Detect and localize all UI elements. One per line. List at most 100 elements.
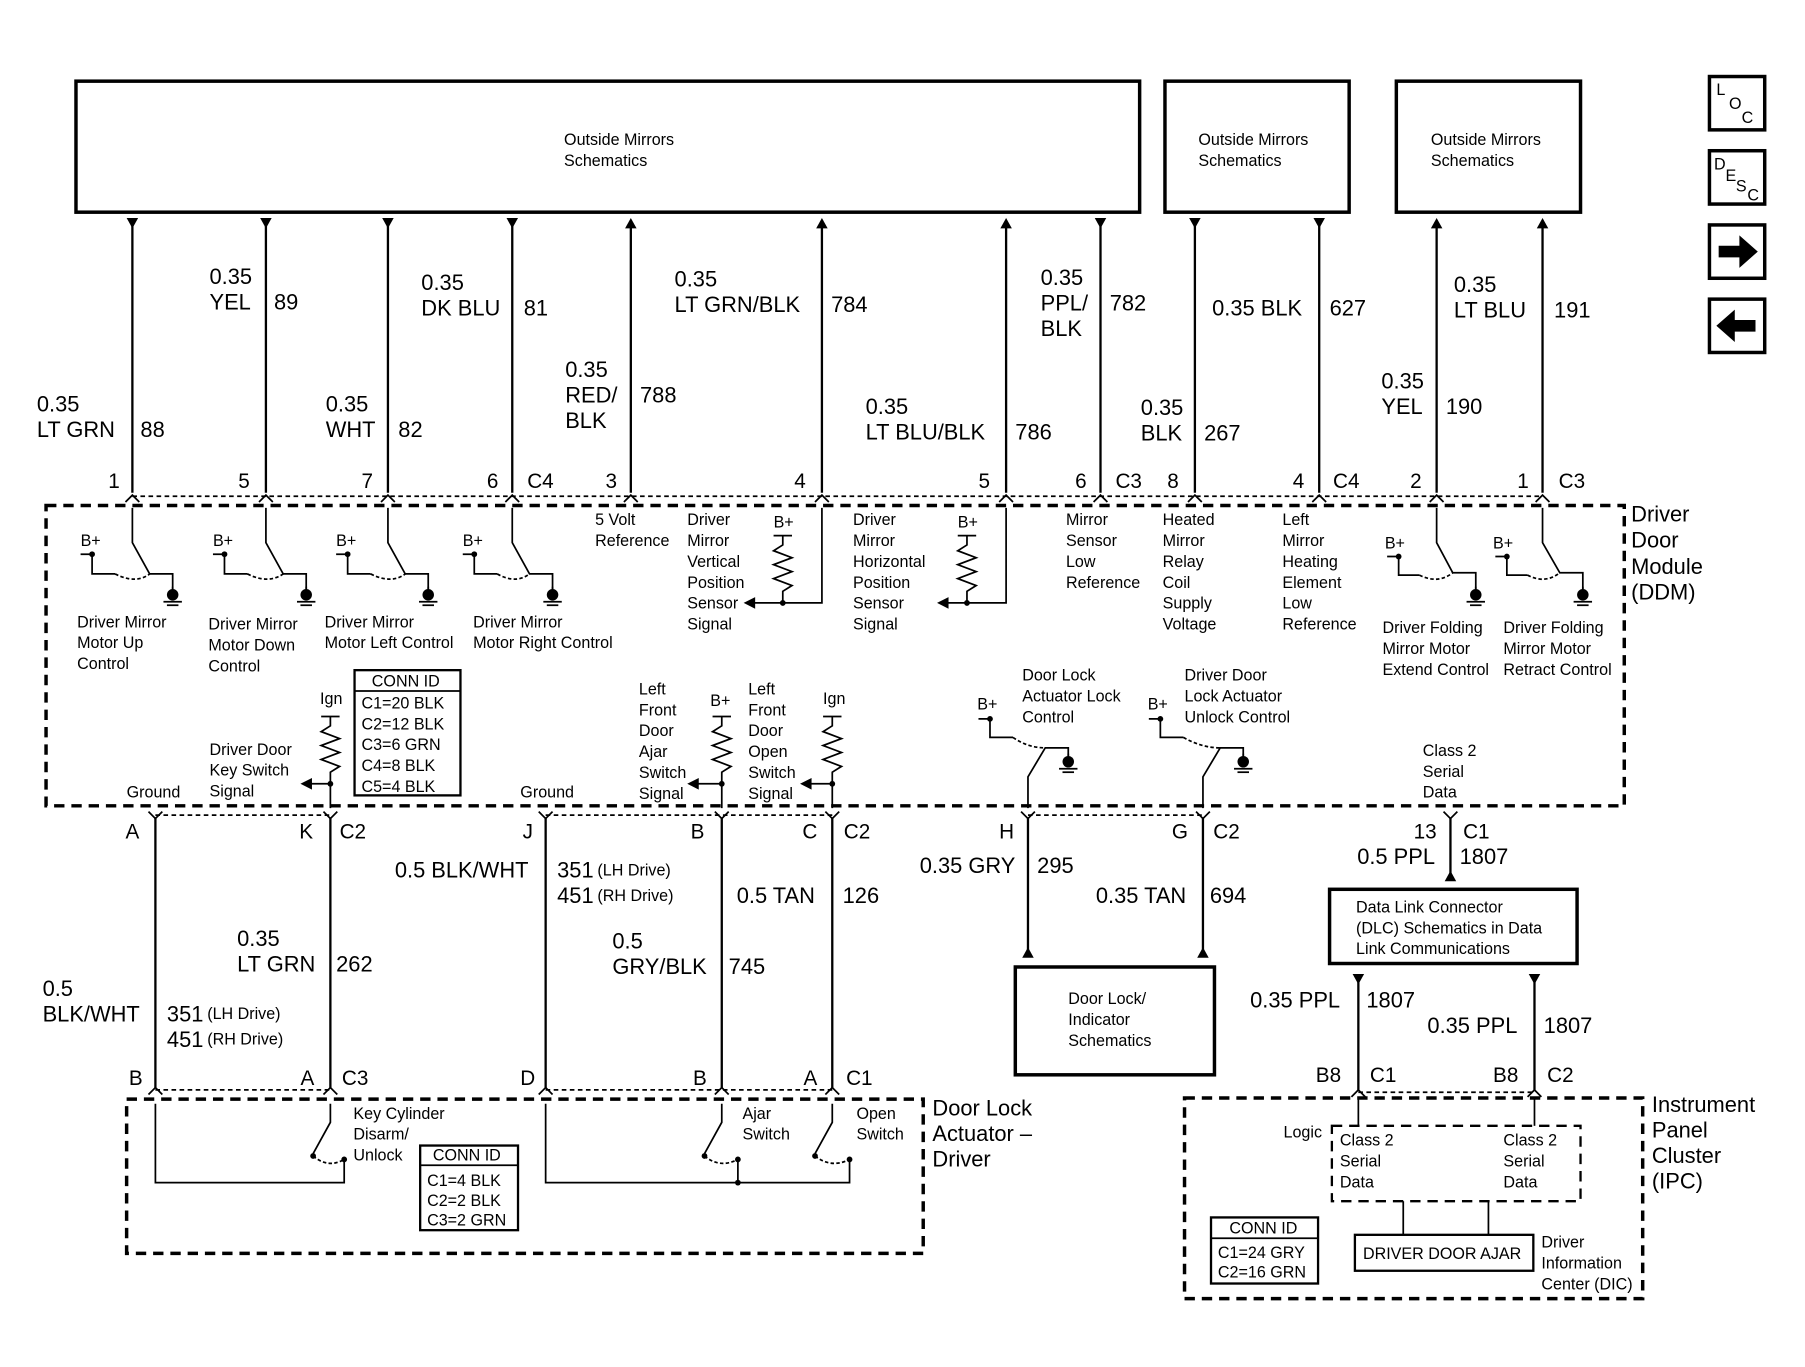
svg-text:B: B xyxy=(693,1067,707,1090)
horizontal-position-sensor: Driver Mirror Horizontal Position Sensor… xyxy=(853,507,1007,634)
svg-text:190: 190 xyxy=(1446,394,1482,419)
svg-text:Mirror Motor: Mirror Motor xyxy=(1383,640,1471,658)
svg-text:B+: B+ xyxy=(1493,534,1513,552)
svg-text:4: 4 xyxy=(1293,470,1305,493)
svg-text:B8: B8 xyxy=(1316,1064,1341,1087)
desc-button[interactable]: D E S C xyxy=(1707,148,1767,206)
svg-text:B: B xyxy=(691,820,705,843)
svg-text:Mirror: Mirror xyxy=(853,532,896,550)
svg-text:Control: Control xyxy=(208,657,260,675)
label-heating-element-low-ref: Left Mirror Heating Element Low Referenc… xyxy=(1282,511,1356,633)
svg-text:Driver Door: Driver Door xyxy=(210,741,293,759)
ajar-switch: Ajar Switch xyxy=(544,1103,851,1186)
wire-351-451-left: 0.5 BLK/WHT 351 (LH Drive) 451 (RH Drive… xyxy=(43,976,284,1052)
svg-text:Control: Control xyxy=(77,655,129,673)
svg-text:Low: Low xyxy=(1282,595,1312,613)
svg-text:LT GRN: LT GRN xyxy=(37,417,115,442)
svg-text:6: 6 xyxy=(487,470,499,493)
dic-display: DRIVER DOOR AJAR xyxy=(1353,1233,1535,1272)
svg-text:Vertical: Vertical xyxy=(687,553,740,571)
svg-text:Front: Front xyxy=(639,701,677,719)
svg-text:Extend Control: Extend Control xyxy=(1383,661,1489,679)
svg-text:Cluster: Cluster xyxy=(1652,1143,1721,1168)
svg-text:Switch: Switch xyxy=(639,764,686,782)
svg-text:Class 2: Class 2 xyxy=(1340,1131,1394,1149)
svg-text:0.35: 0.35 xyxy=(37,392,80,417)
svg-text:Driver: Driver xyxy=(1541,1234,1585,1252)
svg-text:Schematics: Schematics xyxy=(564,152,647,170)
svg-text:0.35 TAN: 0.35 TAN xyxy=(1096,883,1186,908)
svg-text:LT GRN/BLK: LT GRN/BLK xyxy=(675,292,801,317)
arrow-right-icon xyxy=(1718,235,1758,268)
svg-text:89: 89 xyxy=(274,290,298,315)
svg-text:782: 782 xyxy=(1110,291,1146,316)
wire-89: 0.35 YEL 89 5 xyxy=(210,264,299,493)
wire-1807-ddm: 13 C1 0.5 PPL 1807 xyxy=(1357,820,1508,869)
svg-text:S: S xyxy=(1736,177,1747,195)
svg-text:Heated: Heated xyxy=(1163,511,1215,529)
svg-text:295: 295 xyxy=(1037,853,1073,878)
svg-text:3: 3 xyxy=(606,470,618,493)
svg-text:Sensor: Sensor xyxy=(1066,532,1118,550)
svg-text:B+: B+ xyxy=(958,514,978,532)
svg-text:0.35 BLK: 0.35 BLK xyxy=(1212,295,1302,320)
svg-text:694: 694 xyxy=(1210,883,1246,908)
svg-text:1: 1 xyxy=(1517,470,1529,493)
svg-text:A: A xyxy=(125,820,139,843)
svg-text:Mirror: Mirror xyxy=(1282,532,1325,550)
svg-text:Left: Left xyxy=(748,680,775,698)
svg-text:Driver: Driver xyxy=(1631,502,1689,527)
svg-text:0.35: 0.35 xyxy=(565,357,608,382)
svg-text:1807: 1807 xyxy=(1544,1013,1593,1038)
svg-text:PPL/: PPL/ xyxy=(1041,291,1089,316)
svg-text:0.5 BLK/WHT: 0.5 BLK/WHT xyxy=(395,858,529,883)
open-switch-signal: Left Front Door Open Switch Signal Ign xyxy=(748,680,845,809)
svg-text:Driver: Driver xyxy=(853,511,897,529)
svg-text:0.35: 0.35 xyxy=(1141,395,1184,420)
svg-text:Low: Low xyxy=(1066,553,1096,571)
svg-text:Ign: Ign xyxy=(823,690,845,708)
svg-text:451: 451 xyxy=(167,1027,203,1052)
logic-outline xyxy=(1330,1124,1582,1203)
svg-text:Driver Folding: Driver Folding xyxy=(1383,619,1483,637)
next-page-button[interactable] xyxy=(1707,223,1767,281)
svg-text:Serial: Serial xyxy=(1423,763,1464,781)
svg-text:627: 627 xyxy=(1330,295,1366,320)
dla-pins: B A C3 D B A C1 xyxy=(129,1067,873,1090)
svg-text:0.35: 0.35 xyxy=(326,392,369,417)
svg-text:B+: B+ xyxy=(1148,696,1168,714)
svg-text:786: 786 xyxy=(1015,419,1051,444)
svg-text:Horizontal: Horizontal xyxy=(853,553,925,571)
wire-262: 0.35 LT GRN 262 xyxy=(237,926,372,977)
svg-text:(RH Drive): (RH Drive) xyxy=(207,1031,283,1049)
svg-text:(LH Drive): (LH Drive) xyxy=(207,1005,280,1023)
label-mirror-sensor-low-ref: Mirror Sensor Low Reference xyxy=(1066,511,1140,592)
svg-text:B+: B+ xyxy=(81,532,101,550)
svg-text:K: K xyxy=(299,820,313,843)
svg-text:C3=6 GRN: C3=6 GRN xyxy=(361,736,440,754)
svg-text:C1=24 GRY: C1=24 GRY xyxy=(1218,1244,1305,1262)
svg-text:(DDM): (DDM) xyxy=(1631,579,1695,604)
svg-text:Key Cylinder: Key Cylinder xyxy=(353,1105,445,1123)
svg-text:1807: 1807 xyxy=(1366,987,1415,1012)
svg-text:DK BLU: DK BLU xyxy=(421,295,500,320)
svg-text:Heating: Heating xyxy=(1282,553,1337,571)
dic-label: Driver Information Center (DIC) xyxy=(1541,1234,1632,1294)
svg-text:B+: B+ xyxy=(1385,534,1405,552)
svg-text:Control: Control xyxy=(1022,708,1074,726)
svg-text:Indicator: Indicator xyxy=(1068,1011,1130,1029)
svg-text:Signal: Signal xyxy=(748,785,793,803)
loc-button[interactable]: L O C xyxy=(1707,74,1767,132)
wire-627: 0.35 BLK 627 4 C4 xyxy=(1212,295,1366,493)
svg-text:LT BLU/BLK: LT BLU/BLK xyxy=(866,419,986,444)
svg-text:Voltage: Voltage xyxy=(1163,616,1217,634)
svg-text:Reference: Reference xyxy=(1066,574,1140,592)
svg-text:A: A xyxy=(804,1067,818,1090)
svg-text:Outside Mirrors: Outside Mirrors xyxy=(1431,131,1541,149)
prev-page-button[interactable] xyxy=(1707,297,1767,355)
svg-text:Driver Mirror: Driver Mirror xyxy=(325,613,415,631)
svg-text:Ajar: Ajar xyxy=(742,1105,771,1123)
svg-text:Relay: Relay xyxy=(1163,553,1205,571)
dlc-block: Data Link Connector (DLC) Schematics in … xyxy=(1327,887,1579,966)
